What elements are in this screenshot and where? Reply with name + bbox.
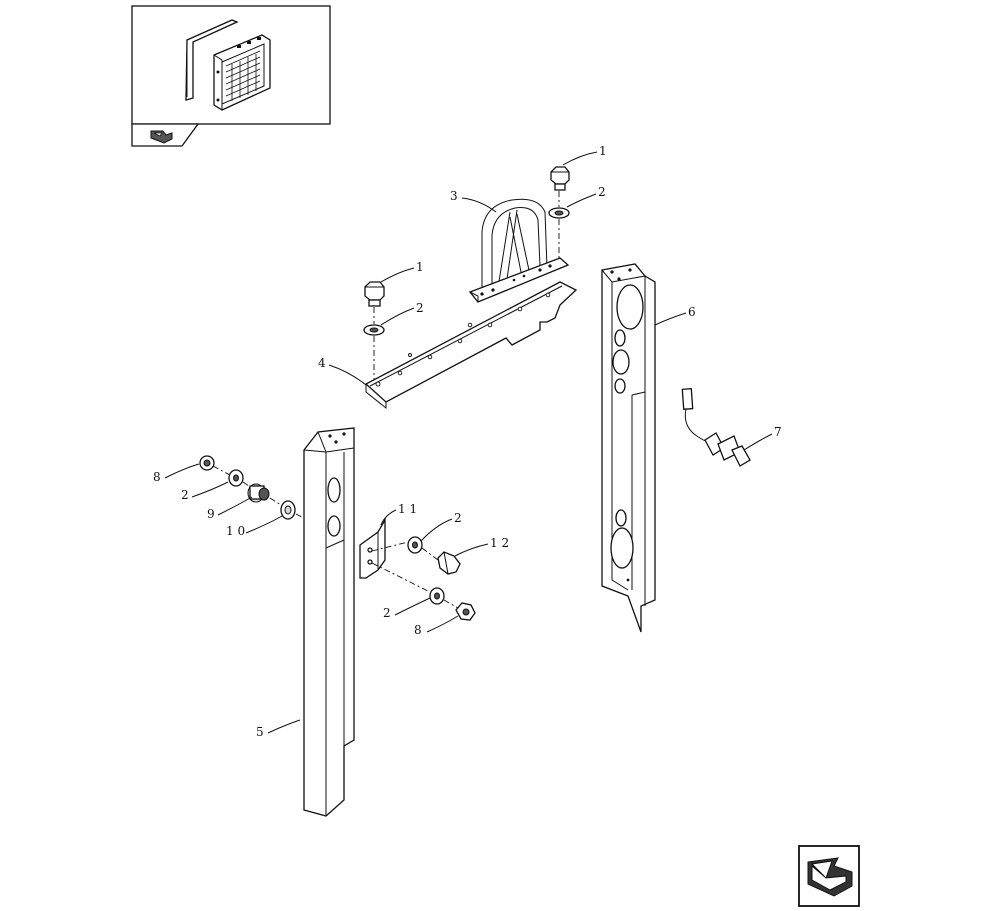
damper (247, 483, 270, 503)
bracket-plate (364, 281, 578, 410)
nut-lower (455, 602, 476, 621)
callout-label: 2 (181, 488, 189, 502)
sensor (681, 387, 751, 467)
callout-label: 7 (774, 425, 782, 439)
callout-label: 1 2 (490, 536, 509, 550)
callout-label: 2 (454, 511, 462, 525)
spacer (280, 500, 296, 520)
bolt-left (364, 281, 385, 307)
washer-lower (429, 587, 445, 605)
callout-label: 9 (207, 507, 215, 521)
washer-hinge (407, 536, 423, 554)
right-post (601, 263, 656, 633)
callout-label: 1 0 (226, 524, 245, 538)
nut-left (199, 455, 215, 471)
forward-arrow-icon[interactable] (798, 845, 860, 907)
callout-label: 1 (599, 144, 607, 158)
callout-label: 1 1 (398, 502, 417, 516)
washer-upper (548, 207, 570, 219)
handle (468, 198, 570, 303)
bolt-upper (550, 166, 570, 191)
callout-label: 2 (383, 606, 391, 620)
callout-label: 8 (153, 470, 161, 484)
callout-label: 1 (416, 260, 424, 274)
callout-label: 5 (256, 725, 264, 739)
callout-label: 2 (598, 185, 606, 199)
screw (437, 551, 461, 575)
washer-left (363, 324, 385, 336)
callout-label: 2 (416, 301, 424, 315)
callout-label: 4 (318, 356, 326, 370)
callout-labels: 1 2 3 1 2 4 6 7 8 2 9 1 0 1 1 2 1 2 2 8 … (153, 144, 782, 739)
thumbnail-tab-icon[interactable] (131, 123, 200, 147)
washer-mid (228, 469, 244, 487)
hinge-bracket (359, 517, 386, 579)
callout-leaders (164, 151, 773, 734)
left-post (303, 427, 355, 817)
callout-label: 8 (414, 623, 422, 637)
assembly-thumbnail[interactable] (131, 5, 331, 125)
callout-label: 6 (688, 305, 696, 319)
callout-label: 3 (450, 189, 458, 203)
